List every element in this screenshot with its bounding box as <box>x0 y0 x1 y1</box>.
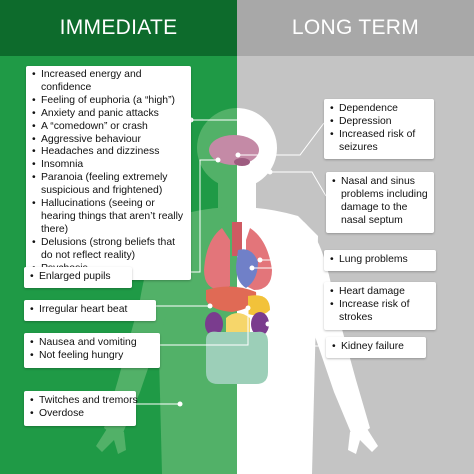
intestines <box>206 331 268 384</box>
stomach <box>248 295 270 316</box>
effect-item: Depression <box>330 116 429 129</box>
immediate-pupils-box: Enlarged pupils <box>24 267 132 288</box>
trachea <box>232 222 242 256</box>
effect-item: Increase risk of strokes <box>330 299 431 325</box>
effect-item: Heart damage <box>330 286 431 299</box>
effect-item: Anxiety and panic attacks <box>32 108 187 121</box>
long-term-brain-box: Dependence Depression Increased risk of … <box>324 99 434 159</box>
long-term-nose-box: Nasal and sinus problems including damag… <box>326 172 434 233</box>
effect-item: Lung problems <box>330 254 430 267</box>
effect-item: Insomnia <box>32 159 187 172</box>
long-term-heart-box: Heart damage Increase risk of strokes <box>324 282 436 330</box>
effect-item: Kidney failure <box>332 341 420 354</box>
immediate-main-effects-box: Increased energy and confidence Feeling … <box>26 66 191 280</box>
long-term-header <box>237 0 474 56</box>
liver <box>206 286 257 312</box>
effect-item: Increased risk of seizures <box>330 129 429 155</box>
effect-item: A “comedown” or crash <box>32 121 187 134</box>
effect-item: Headaches and dizziness <box>32 146 187 159</box>
immediate-stomach-box: Nausea and vomiting Not feeling hungry <box>24 333 160 368</box>
effect-item: Delusions (strong beliefs that do not re… <box>32 237 187 263</box>
heart <box>236 249 258 288</box>
effect-item: Nasal and sinus problems including damag… <box>332 176 429 228</box>
effect-item: Paranoia (feeling extremely suspicious a… <box>32 172 187 198</box>
immediate-title: IMMEDIATE <box>59 16 178 39</box>
immediate-heart-box: Irregular heart beat <box>24 300 156 321</box>
immediate-muscles-box: Twitches and tremors Overdose <box>24 391 138 426</box>
brain-stem <box>234 158 250 166</box>
brain <box>209 135 259 165</box>
effect-item: Not feeling hungry <box>30 350 154 363</box>
effect-item: Nausea and vomiting <box>30 337 154 350</box>
effect-item: Twitches and tremors <box>30 395 138 408</box>
left-lung <box>204 228 230 290</box>
effect-item: Aggressive behaviour <box>32 134 187 147</box>
long-term-kidneys-box: Kidney failure <box>326 337 426 358</box>
effect-item: Enlarged pupils <box>30 271 126 284</box>
effect-item: Feeling of euphoria (a “high”) <box>32 95 187 108</box>
effect-item: Overdose <box>30 408 130 421</box>
pancreas <box>226 313 250 337</box>
effect-item: Increased energy and confidence <box>32 69 187 95</box>
left-kidney <box>205 312 223 336</box>
effect-item: Dependence <box>330 103 429 116</box>
long-term-lungs-box: Lung problems <box>324 250 436 271</box>
right-kidney <box>251 312 269 336</box>
effect-item: Irregular heart beat <box>30 304 150 317</box>
long-term-title: LONG TERM <box>291 16 420 39</box>
immediate-header <box>0 0 237 56</box>
effect-item: Hallucinations (seeing or hearing things… <box>32 198 187 237</box>
